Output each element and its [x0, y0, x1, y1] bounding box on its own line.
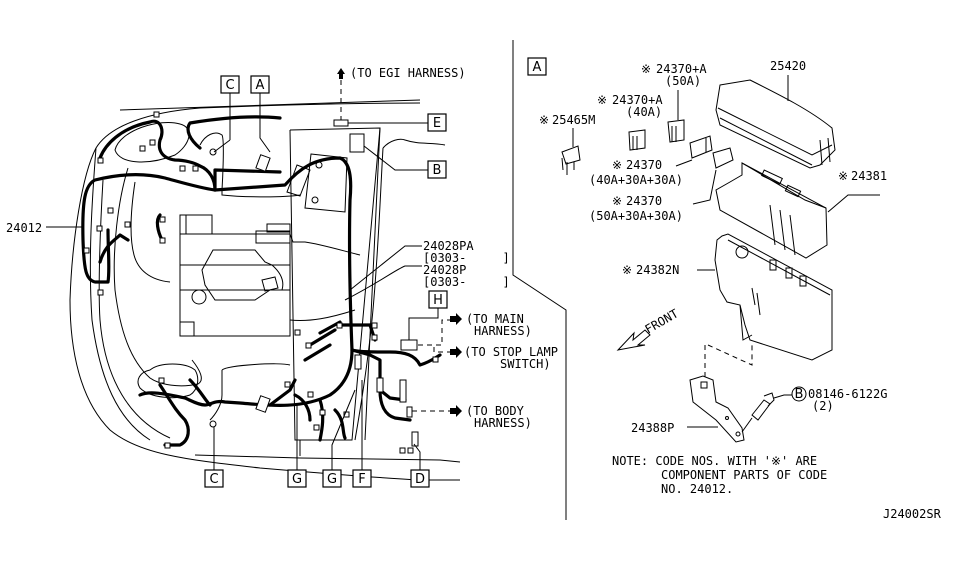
dest-stop-lamp-2: SWITCH) — [500, 357, 551, 371]
svg-text:G: G — [292, 472, 302, 487]
harness-24012 — [81, 111, 442, 454]
part-label-24012[interactable]: 24012 — [6, 221, 42, 235]
fusible-link-24370-40-30-30[interactable] — [675, 135, 713, 167]
connector-e — [333, 119, 349, 127]
callout-h[interactable]: H — [428, 290, 448, 309]
arrow-right-icon — [450, 313, 462, 325]
bolt-qty: (2) — [812, 399, 834, 413]
detail-a: A 25420 ※ 24381 — [527, 57, 887, 496]
svg-text:G: G — [327, 472, 337, 487]
vehicle-body-outline — [69, 99, 461, 481]
callout-e[interactable]: E — [427, 113, 447, 132]
leader-lines — [46, 80, 450, 470]
front-arrow-icon — [616, 329, 651, 351]
part-label-24388p[interactable]: 24388P — [631, 421, 674, 435]
arrow-right-icon — [450, 405, 462, 417]
part-label-08146-6122g[interactable]: 08146-6122G — [808, 387, 887, 401]
fuse-block-24381[interactable] — [715, 162, 880, 259]
note-line-1: NOTE: CODE NOS. WITH '※' ARE — [612, 454, 817, 468]
fuse-box-lower-24382n[interactable] — [697, 233, 833, 361]
mark-24382n: ※ — [622, 263, 632, 277]
part-label-24370a-40a[interactable]: 24370+A — [612, 93, 663, 107]
fuse-box-cover-25420[interactable] — [715, 75, 836, 169]
dest-body-harness-1: (TO BODY — [466, 404, 525, 418]
dest-egi-harness: (TO EGI HARNESS) — [350, 66, 466, 80]
part-label-24370-2[interactable]: 24370 — [626, 194, 662, 208]
part-label-24381[interactable]: 24381 — [851, 169, 887, 183]
engine-block — [179, 214, 361, 337]
svg-text:F: F — [358, 472, 365, 487]
callout-g-2[interactable]: G — [322, 469, 342, 488]
bolt-08146-6122g[interactable] — [741, 386, 807, 433]
mark-24370-1: ※ — [612, 158, 622, 172]
dest-stop-lamp-1: (TO STOP LAMP — [464, 345, 558, 359]
svg-text:C: C — [225, 78, 234, 93]
callout-f[interactable]: F — [352, 469, 372, 488]
callout-c-bottom[interactable]: C — [204, 469, 224, 488]
callout-a-top[interactable]: A — [250, 75, 270, 94]
callout-b[interactable]: B — [427, 160, 447, 179]
part-label-24028p[interactable]: 24028P — [423, 263, 466, 277]
mark-24370a-50a: ※ — [641, 62, 651, 76]
callout-c-top[interactable]: C — [220, 75, 240, 94]
part-range-24028pa: [0303- ] — [423, 251, 510, 265]
destination-arrows — [337, 68, 462, 417]
svg-text:D: D — [415, 472, 425, 487]
bolt-mark-b: B — [795, 387, 804, 402]
mark-24370a-40a: ※ — [597, 93, 607, 107]
svg-text:E: E — [433, 116, 441, 131]
bracket-24388p[interactable] — [687, 344, 753, 443]
callout-g-1[interactable]: G — [287, 469, 307, 488]
detail-a-label: A — [527, 57, 547, 76]
part-label-24382n[interactable]: 24382N — [636, 263, 679, 277]
dest-main-harness-1: (TO MAIN — [466, 312, 524, 326]
rating-24370-2: (50A+30A+30A) — [589, 209, 683, 223]
arrow-right-icon — [450, 346, 462, 358]
part-label-24028pa[interactable]: 24028PA — [423, 239, 474, 253]
note-line-2: COMPONENT PARTS OF CODE — [661, 468, 827, 482]
part-label-25465m[interactable]: 25465M — [552, 113, 595, 127]
section-divider — [512, 40, 567, 520]
dest-main-harness-2: HARNESS) — [474, 324, 532, 338]
callout-d[interactable]: D — [410, 469, 430, 488]
bolt-mark-b-icon — [791, 386, 807, 402]
fusible-link-24370a-50a[interactable] — [667, 90, 685, 143]
rating-24370a-40a: (40A) — [626, 105, 662, 119]
svg-text:B: B — [433, 163, 442, 178]
fusible-link-24370-50-30-30[interactable] — [692, 147, 734, 205]
mark-24370-2: ※ — [612, 194, 622, 208]
rating-24370-1: (40A+30A+30A) — [589, 173, 683, 187]
diagram-code: J24002SR — [883, 507, 942, 521]
svg-text:H: H — [433, 293, 443, 308]
mark-24381: ※ — [838, 169, 848, 183]
part-range-24028p: [0303- ] — [423, 275, 510, 289]
front-label: FRONT — [643, 306, 681, 336]
svg-text:C: C — [209, 472, 218, 487]
relay-box-b — [349, 133, 365, 153]
svg-text:A: A — [256, 78, 265, 93]
fusible-link-24370a-40a[interactable] — [628, 129, 646, 151]
part-label-24370a-50a[interactable]: 24370+A — [656, 62, 707, 76]
dest-body-harness-2: HARNESS) — [474, 416, 532, 430]
fuse-25465m[interactable] — [561, 128, 581, 175]
svg-text:A: A — [533, 60, 542, 75]
rating-24370a-50a: (50A) — [665, 74, 701, 88]
note-line-3: NO. 24012. — [661, 482, 733, 496]
part-label-25420[interactable]: 25420 — [770, 59, 806, 73]
arrow-up-icon — [337, 68, 345, 79]
part-label-24370-1[interactable]: 24370 — [626, 158, 662, 172]
mark-25465m: ※ — [539, 113, 549, 127]
